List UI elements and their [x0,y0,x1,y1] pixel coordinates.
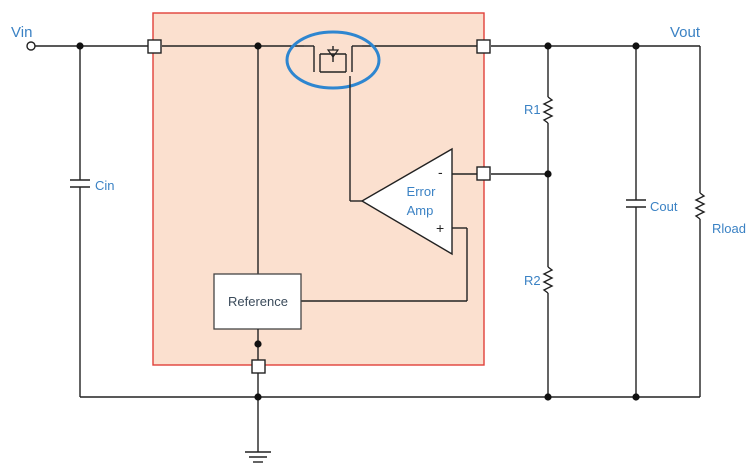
rload-resistor [694,46,706,397]
junction-dot [254,393,262,401]
rload-label: Rload [712,221,746,236]
r1-label: R1 [524,102,541,117]
reference-label: Reference [228,294,288,309]
error-amp-triangle [360,147,453,256]
junction-dot [544,170,552,178]
error-amp-minus: - [438,164,443,180]
error-amp-label-line2: Amp [407,203,434,218]
r1-resistor [542,46,554,174]
junction-dot [544,393,552,401]
r2-label: R2 [524,273,541,288]
cin-capacitor [70,46,90,397]
cout-capacitor [626,46,646,397]
junction-dot [544,42,552,50]
junction-dot [254,340,262,348]
error-amp-plus: + [436,220,444,236]
vout-label: Vout [670,24,701,41]
error-amp-label-line1: Error [407,184,437,199]
vin-label: Vin [11,24,32,41]
terminal-icon [26,41,36,51]
feedback-pin [476,166,491,181]
cin-label: Cin [95,178,115,193]
ground-pin [251,359,266,374]
vin-pin [147,39,162,54]
highlight-circle [285,30,381,90]
junction-dot [632,393,640,401]
junction-dot [76,42,84,50]
vout-pin [476,39,491,54]
junction-dot [254,42,262,50]
reference-block [213,273,302,330]
junction-dot [632,42,640,50]
mosfet-icon [304,45,362,73]
r2-resistor [542,174,554,397]
ground-icon [245,451,271,463]
junction-dots [76,42,640,401]
cout-label: Cout [650,199,678,214]
